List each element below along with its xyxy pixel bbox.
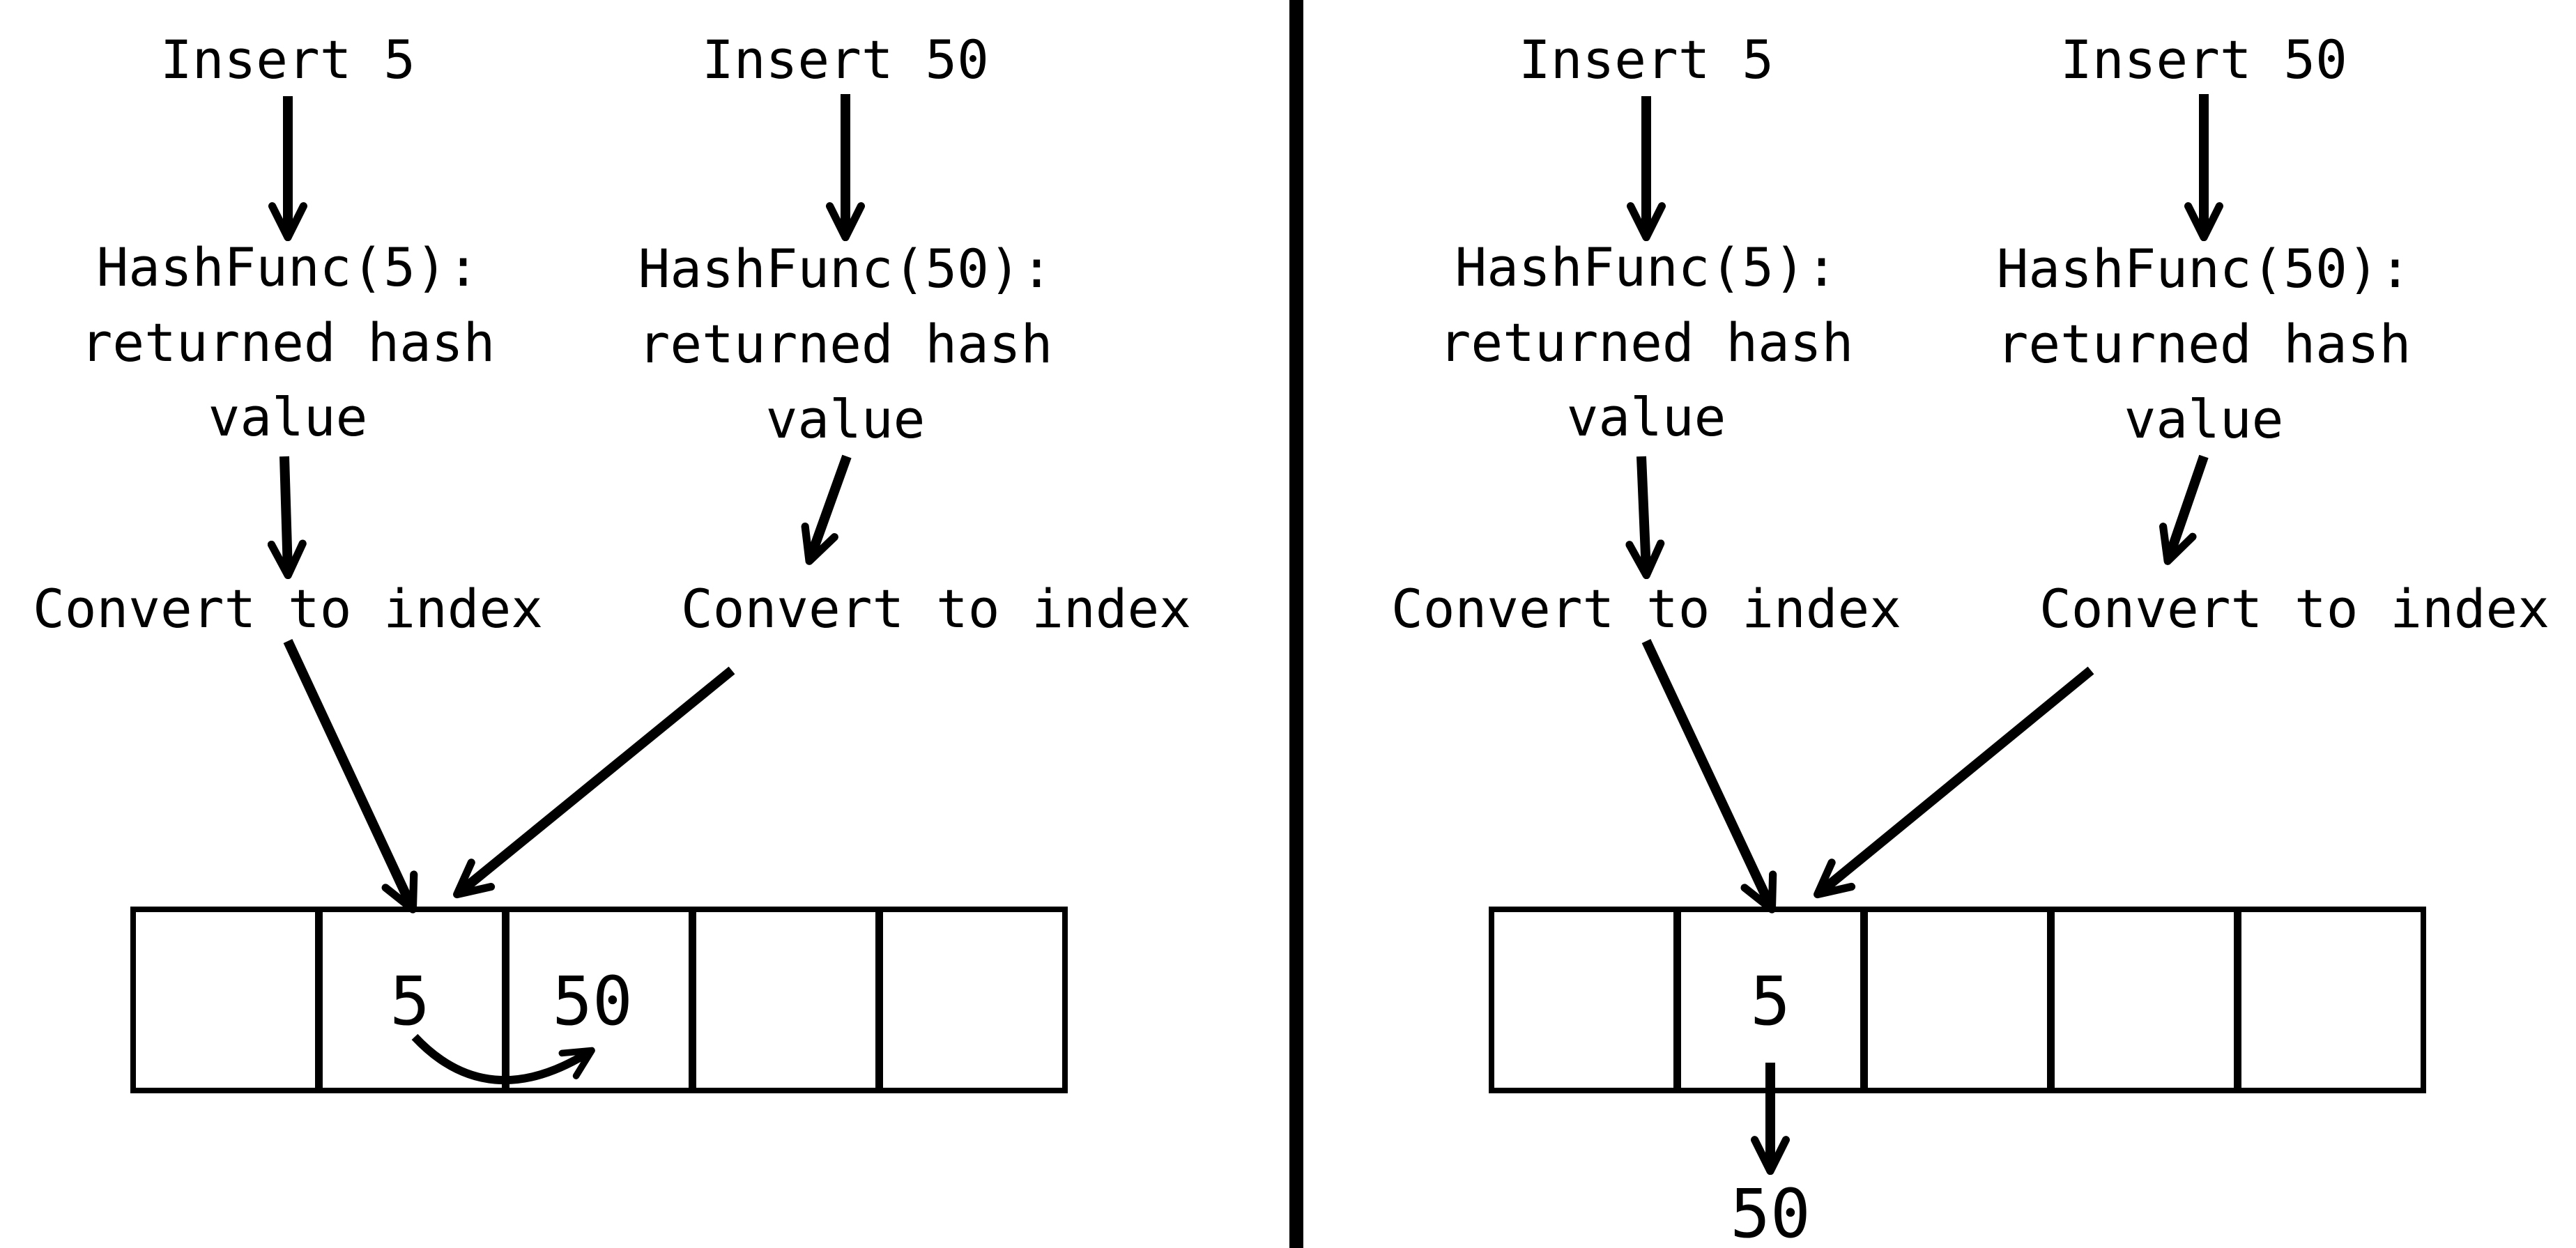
cell-value: 5: [390, 962, 430, 1040]
hash-50-line-1: HashFunc(50):: [1997, 238, 2412, 300]
probe-curve-arrow: [411, 1033, 595, 1085]
table-cell: [1489, 907, 1679, 1093]
convert-index-50-label: Convert to index: [681, 578, 1191, 640]
convert-index-5-label: Convert to index: [33, 578, 543, 640]
convert-5-arrow: [1641, 639, 1777, 914]
hash-5-arrow: [267, 456, 307, 580]
table-cell: [130, 907, 321, 1093]
table-cell: [877, 907, 1068, 1093]
hash-5-line-3: value: [1567, 386, 1726, 448]
insert-50-label: Insert 50: [2060, 29, 2347, 91]
insert-5-label: Insert 5: [1519, 29, 1774, 91]
hash-5-line-3: value: [208, 386, 368, 448]
table-cell: [691, 907, 881, 1093]
left-panel: Insert 5 Insert 50 HashFunc(5): returned…: [33, 29, 1191, 1093]
cell-value: 5: [1750, 962, 1791, 1040]
hash-5-line-1: HashFunc(5):: [96, 236, 479, 298]
hash-50-arrow: [2159, 454, 2209, 565]
right-panel: Insert 5 Insert 50 HashFunc(5): returned…: [1391, 29, 2550, 1248]
hash-5-arrow: [1625, 456, 1665, 580]
convert-50-arrow: [453, 666, 735, 899]
table-cell: [2236, 907, 2426, 1093]
hash-50-line-3: value: [766, 388, 926, 450]
hash-50-line-2: returned hash: [638, 313, 1053, 375]
convert-index-50-label: Convert to index: [2039, 578, 2550, 640]
convert-50-arrow: [1814, 666, 2094, 899]
convert-5-arrow: [283, 639, 418, 914]
insert-5-label: Insert 5: [160, 29, 415, 91]
right-hash-table: [1489, 907, 2426, 1093]
insert-50-label: Insert 50: [702, 29, 989, 91]
hash-50-arrow: [801, 454, 852, 565]
hash-5-line-2: returned hash: [81, 311, 496, 373]
left-hash-table: [130, 907, 1068, 1093]
table-cell: [2049, 907, 2239, 1093]
hash-5-line-2: returned hash: [1439, 311, 1854, 373]
chained-value: 50: [1730, 1175, 1811, 1248]
hash-5-line-1: HashFunc(5):: [1455, 236, 1837, 298]
hash-50-line-2: returned hash: [1997, 313, 2412, 375]
cell-value: 50: [552, 962, 633, 1040]
convert-index-5-label: Convert to index: [1391, 578, 1901, 640]
panel-divider: [1289, 0, 1303, 1248]
hash-50-line-3: value: [2124, 388, 2284, 450]
hash-50-line-1: HashFunc(50):: [638, 238, 1053, 300]
table-cell: [1862, 907, 2053, 1093]
